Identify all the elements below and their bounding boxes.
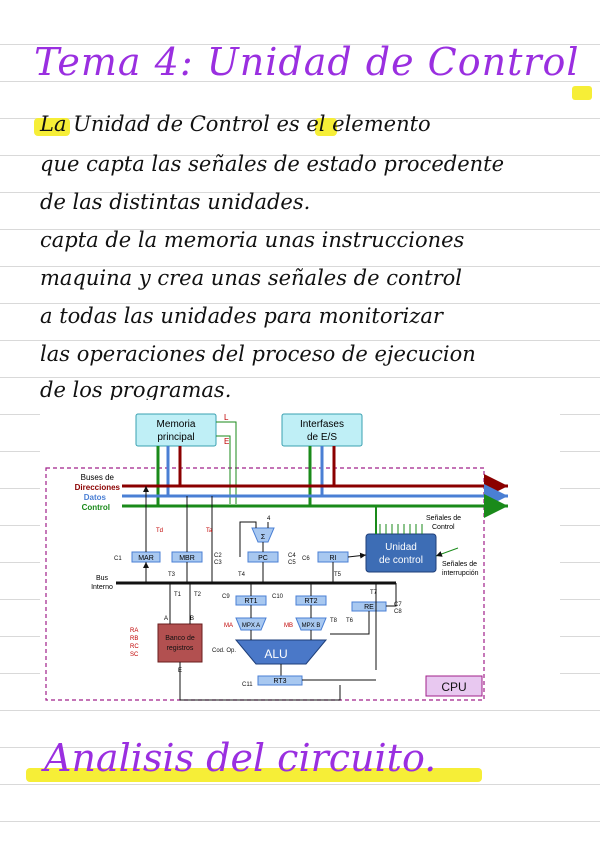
diagram-label-td: Td [156, 528, 163, 534]
bus-interno-1: Bus [96, 575, 109, 582]
interrupcion-1: Señales de [442, 561, 477, 568]
diagram-label-c7: C7 [394, 602, 402, 608]
bus-interno-2: Interno [91, 584, 113, 591]
memoria-box [135, 413, 217, 447]
l-label: L [224, 413, 229, 422]
diagram-label-ra: RA [130, 628, 138, 634]
diagram-label-alu: ALU [264, 647, 287, 661]
diagram-label-cod-op: Cod. Op. [212, 648, 236, 654]
diagram-label-mbr: MBR [179, 555, 195, 562]
mpx-b [295, 617, 327, 631]
diagram-label-b: B [190, 616, 194, 622]
diagram-label-sc: SC [130, 652, 139, 658]
cpu-label-box [425, 675, 483, 697]
text-line-8: de los programas. [40, 378, 232, 402]
diagram-label-re: RE [364, 604, 374, 611]
mpx-a [235, 617, 267, 631]
diagram-label-rt1: RT1 [244, 598, 257, 605]
diagram-label-c6: C6 [302, 556, 310, 562]
memoria-label-2: principal [157, 432, 194, 443]
e-label: E [224, 437, 229, 446]
diagram-label-four: 4 [267, 516, 271, 522]
diagram-label-c9: C9 [222, 594, 230, 600]
diagram-label-mpxb: MPX B [302, 623, 321, 629]
diagram-label-t3: T3 [168, 572, 176, 578]
diagram-label-pc: PC [258, 555, 268, 562]
highlight-mark [34, 118, 70, 136]
diagram-label-t6: T6 [346, 618, 354, 624]
diagram-label-t5: T5 [334, 572, 342, 578]
text-line-6: a todas las unidades para monitorizar [40, 304, 443, 328]
text-line-7: las operaciones del proceso de ejecucion [40, 342, 476, 366]
text-line-5: maquina y crea unas señales de control [40, 266, 462, 290]
diagram-label-banco-l2: registros [167, 645, 194, 652]
direcciones-label: Direcciones [75, 483, 121, 492]
diagram-label-sigma: Σ [261, 534, 266, 541]
diagram-label-c1: C1 [114, 556, 122, 562]
interfaces-label-1: Interfases [300, 419, 344, 430]
diagram-label-t4: T4 [238, 572, 246, 578]
diagram-label-mpxa: MPX A [242, 623, 260, 629]
highlight-mark [315, 118, 337, 136]
diagram-label-c4: C4 [288, 553, 296, 559]
diagram-label-c11: C11 [242, 682, 253, 688]
unidad-label-2: de control [379, 555, 423, 566]
datos-label: Datos [84, 493, 107, 502]
diagram-label-rt3: RT3 [273, 678, 286, 685]
unidad-label-1: Unidad [385, 542, 417, 553]
diagram-label-t2: T2 [194, 592, 202, 598]
cpu-diagram: CPU Memoria principal Interfases de E/S … [40, 400, 560, 710]
interrupcion-2: interrupción [442, 570, 479, 577]
text-line-2: que capta las señales de estado proceden… [40, 152, 505, 176]
title-highlight [572, 86, 592, 100]
senales-control-2: Control [432, 524, 455, 531]
diagram-label-mb: MB [284, 623, 293, 629]
text-line-4: capta de la memoria unas instrucciones [40, 228, 465, 252]
diagram-label-mar: MAR [138, 555, 154, 562]
buses-de-label: Buses de [81, 473, 115, 482]
text-line-1: La Unidad de Control es el elemento [40, 112, 431, 136]
diagram-label-ta: Ta [206, 528, 213, 534]
senales-control-1: Señales de [426, 515, 461, 522]
diagram-label-rc: RC [130, 644, 139, 650]
cpu-label: CPU [441, 680, 466, 694]
diagram-label-rb: RB [130, 636, 138, 642]
diagram-label-c3: C3 [214, 560, 222, 566]
unidad-control-box [365, 533, 437, 573]
page-title: Tema 4: Unidad de Control [34, 40, 580, 84]
diagram-label-ma: MA [224, 623, 233, 629]
memoria-label-1: Memoria [157, 419, 196, 430]
text-line-3: de las distintas unidades. [40, 190, 311, 214]
diagram-label-ri: RI [330, 555, 337, 562]
diagram-label-t8: T8 [330, 618, 338, 624]
bottom-highlight [26, 768, 482, 782]
diagram-label-c10: C10 [272, 594, 284, 600]
pc-adder [251, 527, 275, 543]
diagram-label-t7: T7 [370, 590, 378, 596]
banco-registros [157, 623, 203, 663]
control-label: Control [82, 503, 110, 512]
interfaces-label-2: de E/S [307, 432, 337, 443]
diagram-label-c2: C2 [214, 553, 222, 559]
diagram-label-c8: C8 [394, 609, 402, 615]
diagram-label-c5: C5 [288, 560, 296, 566]
diagram-label-banco-l1: Banco de [165, 635, 195, 642]
section-title: Analisis del circuito. [44, 736, 437, 780]
l-line [216, 421, 237, 504]
diagram-label-t1: T1 [174, 592, 182, 598]
diagram-label-rt2: RT2 [304, 598, 317, 605]
alu [234, 639, 328, 665]
diagram-label-a: A [164, 616, 168, 622]
e-line [216, 435, 231, 504]
